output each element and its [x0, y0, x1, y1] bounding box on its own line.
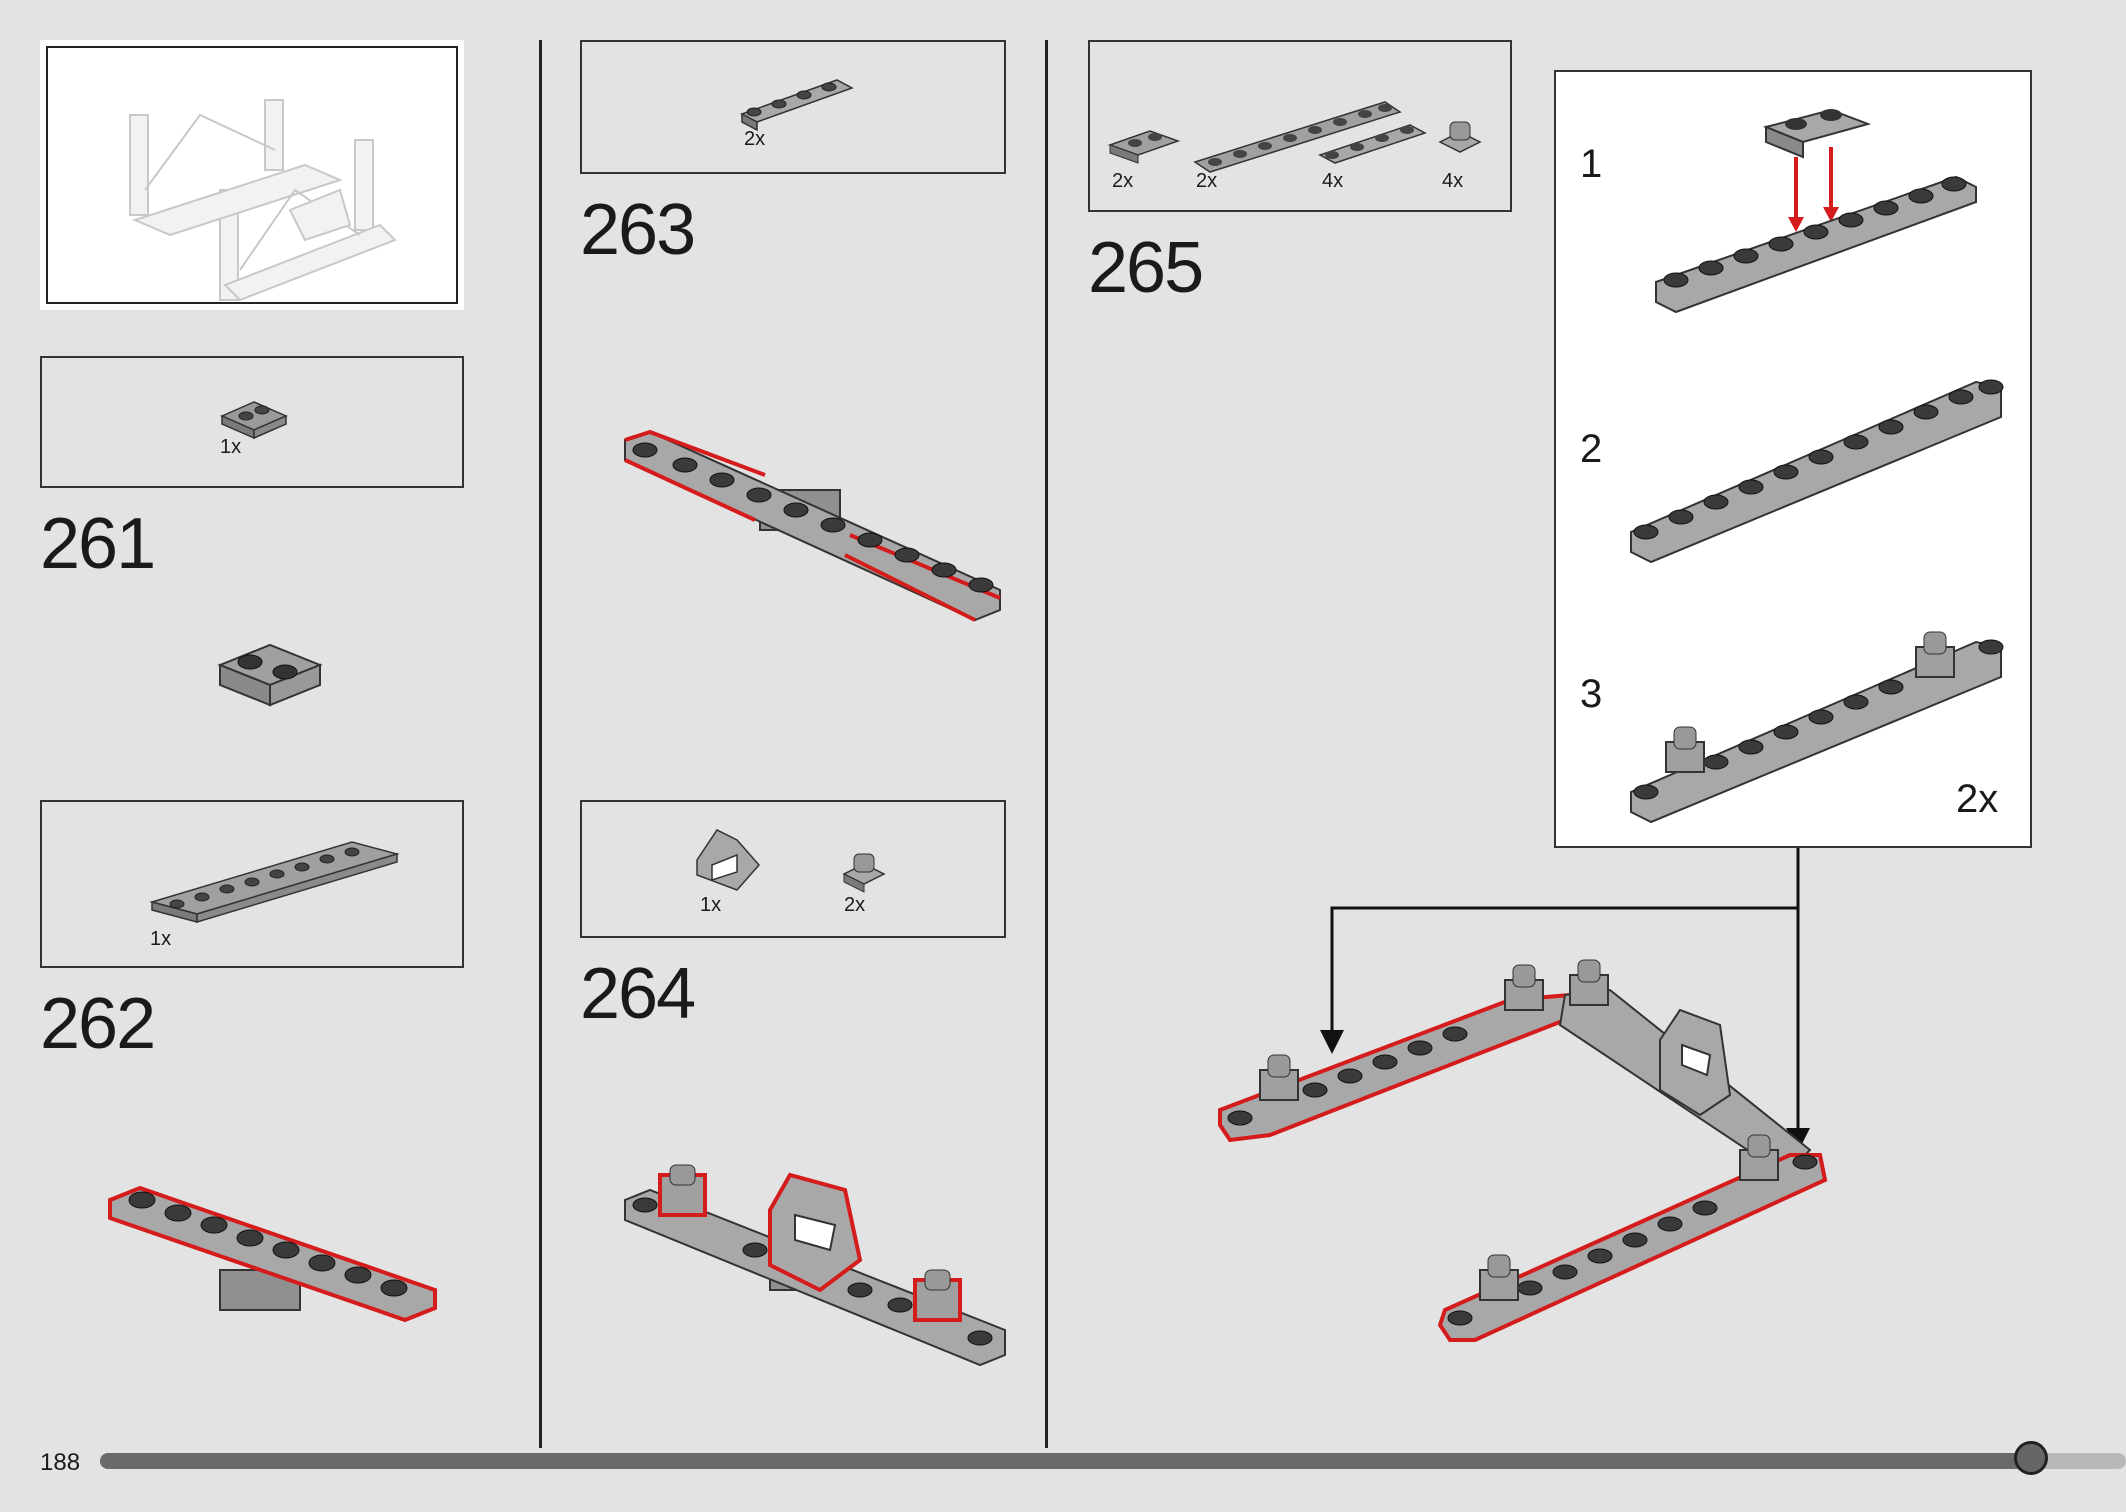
step-262-assembly [108, 1185, 437, 1323]
progress-knob [2013, 1441, 2048, 1475]
part-plate-1x2-icon [220, 401, 288, 440]
step-265-assembly [1218, 959, 1828, 1342]
part-plate-1x4-rounded-icon [740, 79, 854, 132]
part-slope-bracket-icon [696, 829, 760, 891]
part-qty-265-b: 2x [1196, 170, 1218, 192]
parts-callout-264: 1x 2x [580, 800, 1006, 938]
part-qty-261: 1x [220, 436, 242, 458]
model-ghost-render [129, 99, 397, 302]
part-qty-264-clip: 2x [844, 894, 866, 916]
model-thumbnail [40, 40, 464, 310]
part-plate-1x8-icon [1193, 101, 1402, 173]
progress-fill [100, 1453, 2031, 1469]
progress-track [100, 1441, 2126, 1475]
part-plate-1x4-rounded-icon [1318, 124, 1427, 164]
part-qty-265-d: 4x [1442, 170, 1464, 192]
part-clip-plate-icon [1438, 121, 1482, 153]
column-divider-1 [539, 40, 542, 1448]
part-qty-263: 2x [744, 128, 766, 150]
subassembly-drawings [1630, 108, 2004, 824]
step-number-265: 265 [1088, 228, 1204, 308]
subassembly-multiplier: 2x [1956, 777, 1999, 821]
parts-265-icons [1107, 101, 1482, 173]
part-qty-262: 1x [150, 928, 172, 950]
part-qty-264-bracket: 1x [700, 894, 722, 916]
parts-callout-265: 2x 2x 4x 4x [1088, 40, 1512, 212]
part-qty-265-c: 4x [1322, 170, 1344, 192]
part-clip-plate-icon [842, 853, 886, 893]
column-divider-2 [1045, 40, 1048, 1448]
parts-callout-261: 1x [40, 356, 464, 488]
step-263-assembly [624, 429, 1001, 622]
step-261-assembly [217, 643, 323, 707]
substep-3: 3 [1580, 672, 1603, 716]
page-number: 188 [40, 1449, 81, 1476]
parts-callout-262: 1x [40, 800, 464, 968]
substep-1: 1 [1580, 142, 1603, 186]
subassembly-callout: 1 2 3 2x [1554, 70, 2032, 848]
step-number-264: 264 [580, 954, 696, 1034]
parts-callout-263: 2x [580, 40, 1006, 174]
part-qty-265-a: 2x [1112, 170, 1134, 192]
substep-2: 2 [1580, 427, 1603, 471]
step-number-261: 261 [40, 504, 156, 584]
step-number-263: 263 [580, 190, 696, 270]
step-number-262: 262 [40, 984, 156, 1064]
step-264-assembly [624, 1164, 1006, 1367]
part-plate-1x2-icon [1107, 130, 1181, 164]
part-plate-1x8-icon [149, 841, 400, 924]
